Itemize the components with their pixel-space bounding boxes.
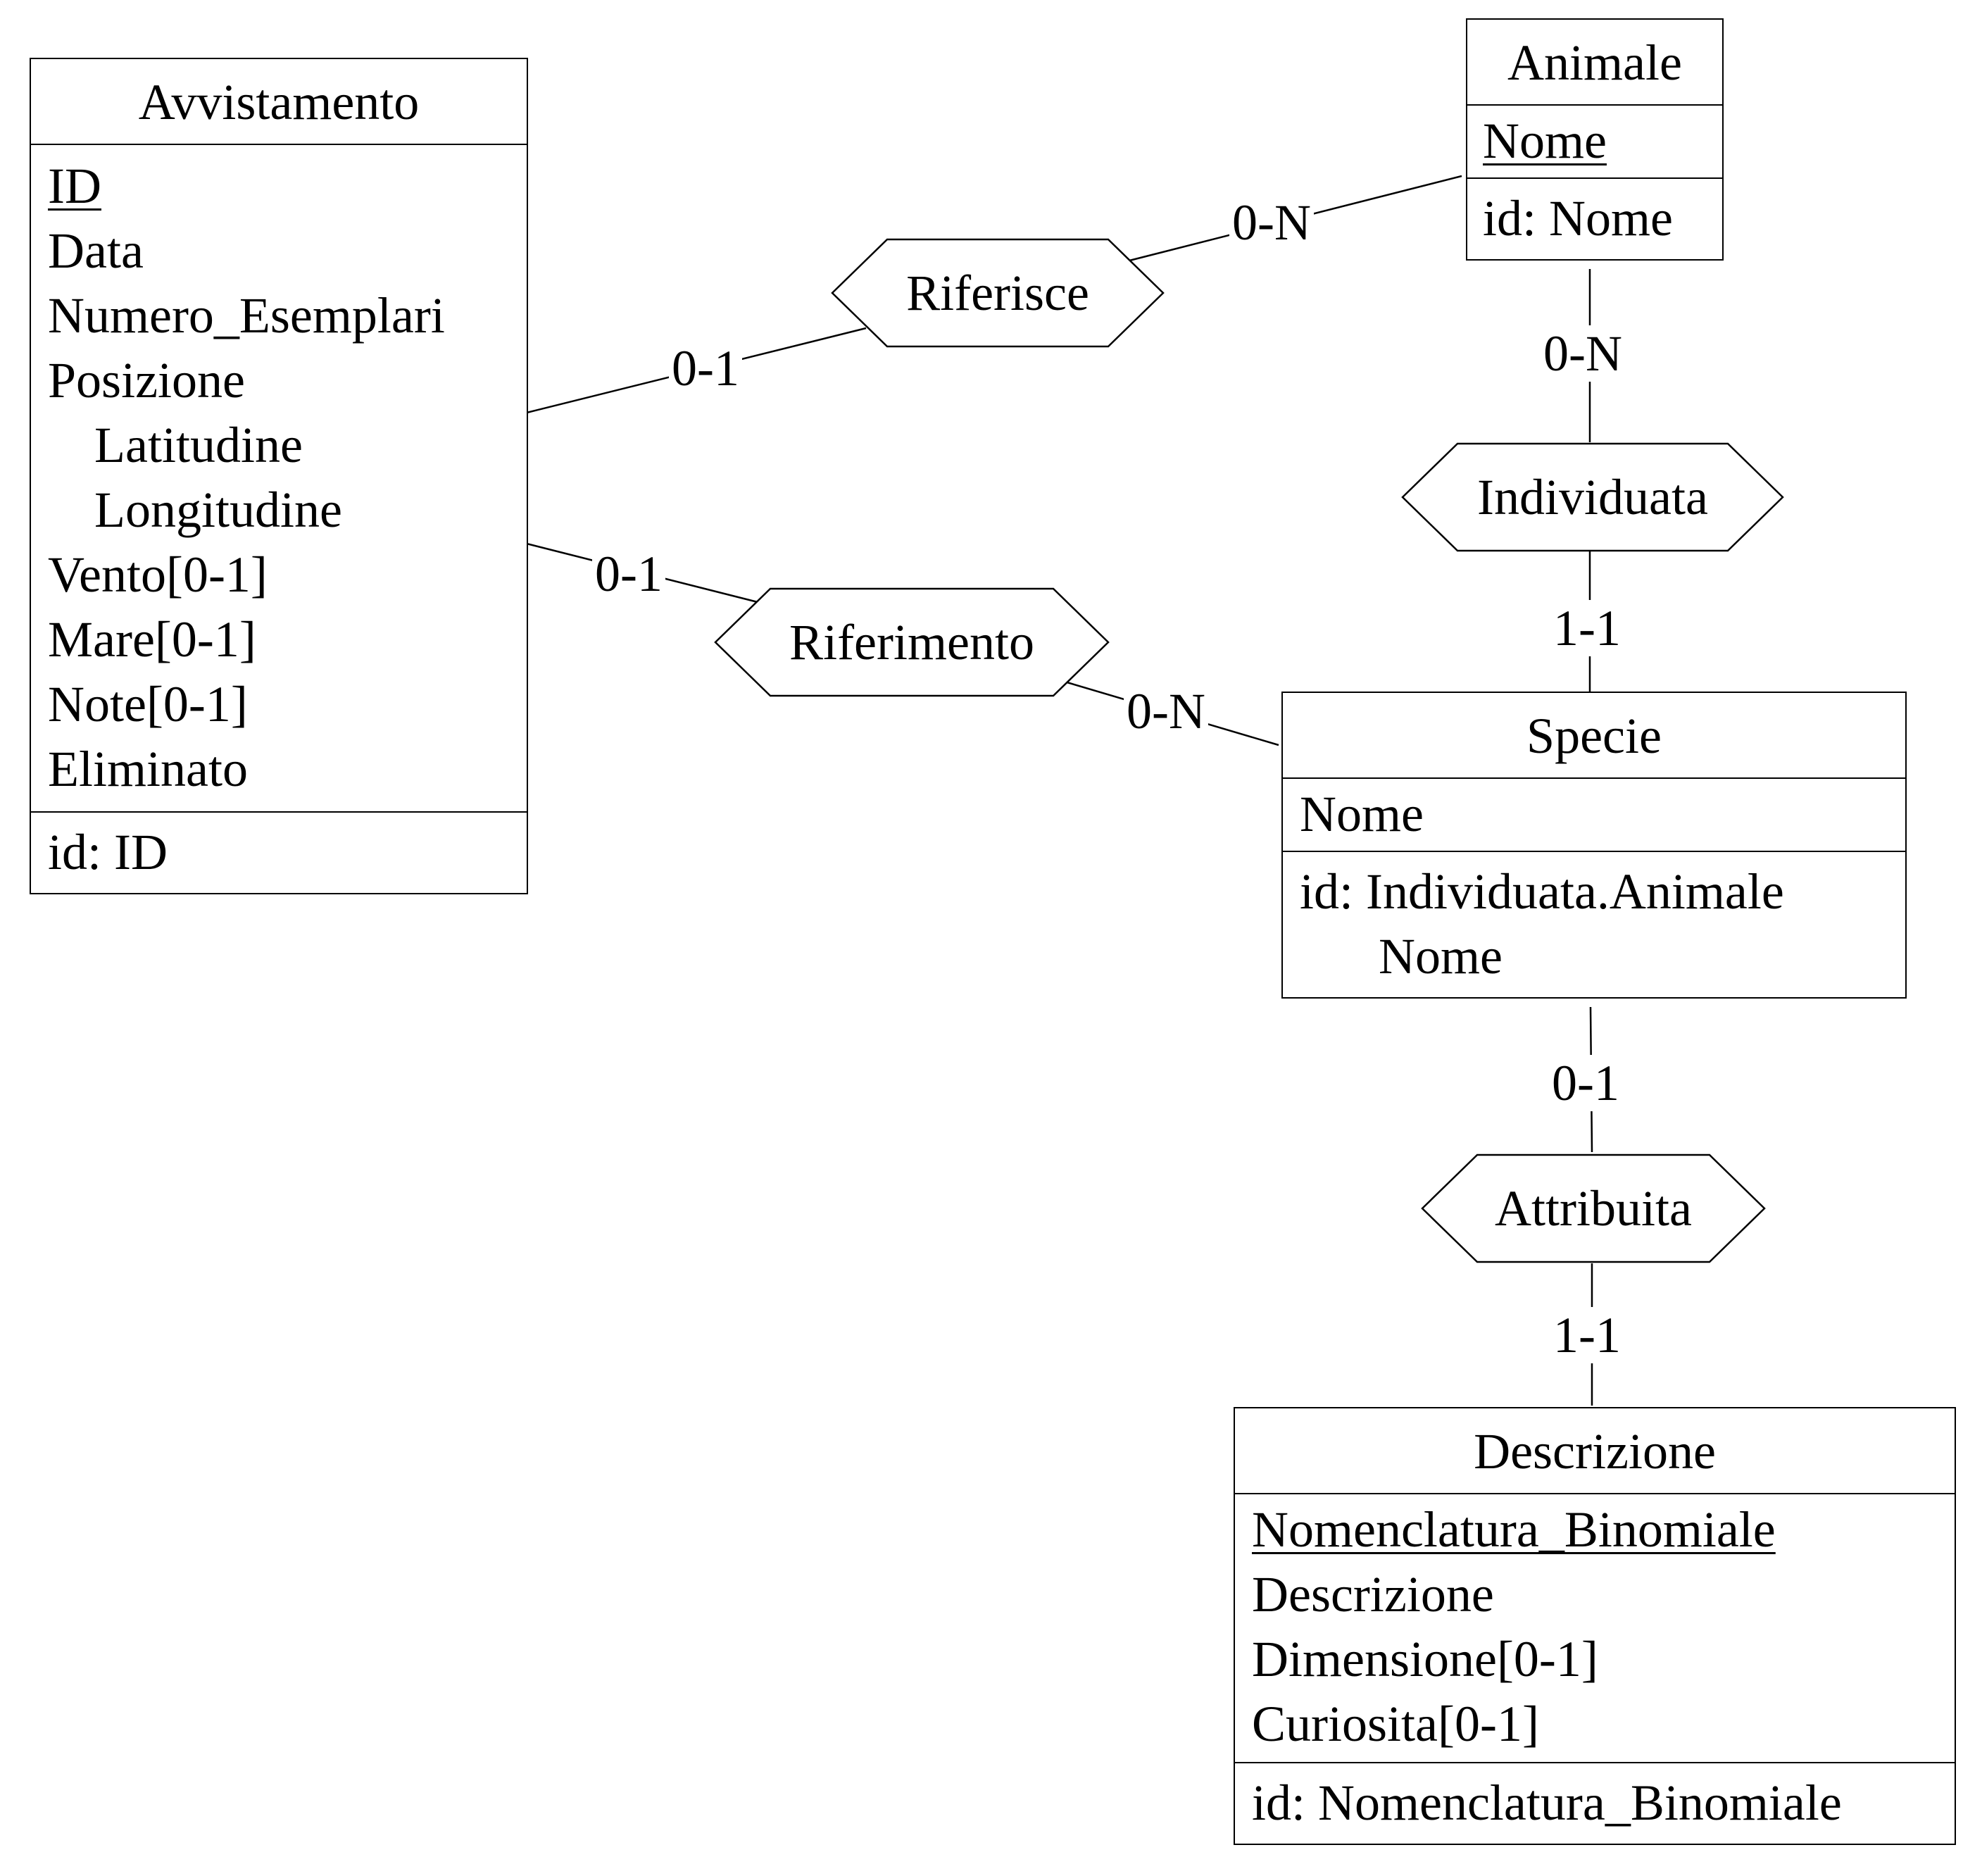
attribute: Nome — [1300, 786, 1424, 842]
cardinality-attribuita-descrizione: 1-1 — [1550, 1307, 1624, 1363]
attribute: Posizione — [48, 352, 245, 408]
cardinality-avvistamento-riferisce: 0-1 — [669, 340, 742, 396]
hexagon-shape — [1401, 442, 1784, 552]
cardinality-riferimento-specie: 0-N — [1124, 683, 1208, 739]
identifier-text: id: Nome — [1483, 190, 1673, 246]
entity-animale[interactable]: Animale Nome id: Nome — [1466, 18, 1724, 261]
attribute-key: Nome — [1483, 113, 1607, 169]
attribute: Numero_Esemplari — [48, 287, 445, 344]
entity-identifier: id: Nome — [1467, 179, 1722, 259]
cardinality-riferisce-animale: 0-N — [1229, 194, 1314, 251]
entity-avvistamento[interactable]: Avvistamento ID Data Numero_Esemplari Po… — [30, 58, 528, 894]
entity-specie[interactable]: Specie Nome id: Individuata.Animale Nome — [1281, 692, 1907, 999]
attribute: Curiosita[0-1] — [1252, 1696, 1539, 1752]
entity-identifier: id: ID — [31, 813, 527, 893]
attribute: Mare[0-1] — [48, 611, 256, 668]
entity-attributes: Nomenclatura_Binomiale Descrizione Dimen… — [1235, 1494, 1955, 1763]
sub-attribute: Longitudine — [94, 482, 342, 538]
relationship-riferisce[interactable]: Riferisce — [831, 238, 1165, 348]
cardinality-specie-attribuita: 0-1 — [1549, 1055, 1622, 1111]
identifier-text: id: Nomenclatura_Binomiale — [1252, 1775, 1842, 1831]
identifier-text: id: ID — [48, 824, 168, 880]
relationship-riferimento[interactable]: Riferimento — [714, 587, 1110, 697]
entity-title: Avvistamento — [31, 59, 527, 145]
relationship-label: Individuata — [1477, 468, 1708, 525]
sub-attribute: Latitudine — [94, 417, 303, 473]
entity-identifier: id: Nomenclatura_Binomiale — [1235, 1763, 1955, 1844]
cardinality-avvistamento-riferimento: 0-1 — [592, 546, 665, 602]
entity-identifier: id: Individuata.Animale Nome — [1283, 852, 1905, 997]
attribute: Descrizione — [1252, 1566, 1494, 1622]
entity-title: Animale — [1467, 20, 1722, 106]
entity-title: Specie — [1283, 693, 1905, 779]
attribute: Note[0-1] — [48, 676, 248, 732]
identifier-text: id: Individuata.Animale — [1300, 863, 1784, 920]
identifier-continuation: Nome — [1379, 928, 1503, 984]
entity-descrizione[interactable]: Descrizione Nomenclatura_Binomiale Descr… — [1234, 1407, 1956, 1845]
entity-title: Descrizione — [1235, 1408, 1955, 1494]
entity-attributes: Nome — [1467, 106, 1722, 179]
attribute-key: ID — [48, 158, 101, 214]
attribute-key: Nomenclatura_Binomiale — [1252, 1501, 1776, 1558]
attribute: Data — [48, 223, 144, 279]
relationship-attribuita[interactable]: Attribuita — [1421, 1153, 1766, 1263]
hexagon-shape — [714, 587, 1110, 697]
relationship-individuata[interactable]: Individuata — [1401, 442, 1784, 552]
attribute: Dimensione[0-1] — [1252, 1631, 1598, 1687]
cardinality-animale-individuata: 0-N — [1541, 325, 1625, 382]
attribute: Vento[0-1] — [48, 546, 268, 603]
hexagon-shape — [831, 238, 1165, 348]
cardinality-individuata-specie: 1-1 — [1550, 600, 1624, 656]
relationship-label: Riferisce — [906, 264, 1089, 321]
hexagon-shape — [1421, 1153, 1766, 1263]
relationship-label: Riferimento — [789, 613, 1034, 670]
entity-attributes: ID Data Numero_Esemplari Posizione Latit… — [31, 145, 527, 813]
entity-attributes: Nome — [1283, 779, 1905, 852]
attribute: Eliminato — [48, 741, 248, 797]
relationship-label: Attribuita — [1495, 1180, 1692, 1237]
